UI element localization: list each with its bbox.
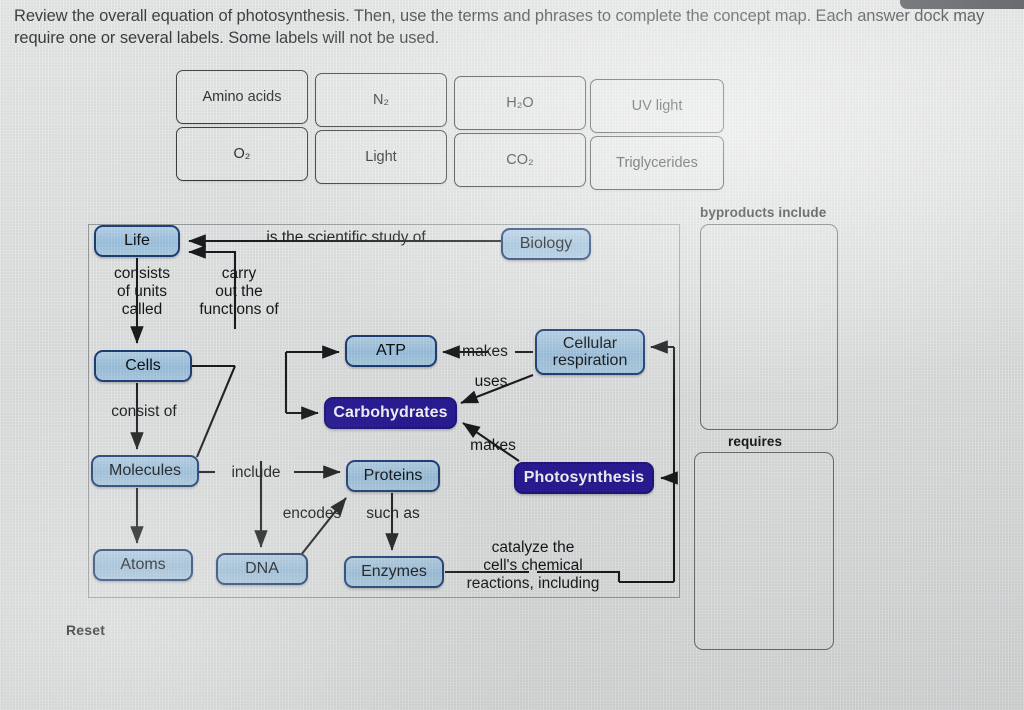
word-bank-tile[interactable]: N₂ (315, 73, 447, 127)
concept-node-biology: Biology (501, 228, 591, 260)
window-chrome-bar (900, 0, 1024, 9)
concept-node-atoms: Atoms (93, 549, 193, 581)
dock-label-byproducts: byproducts include (700, 205, 827, 220)
word-bank-tile[interactable]: O₂ (176, 127, 308, 181)
word-bank-tile[interactable]: UV light (590, 79, 724, 133)
connector-label-include: include (231, 464, 281, 481)
connector-label-consist_of: consist of (111, 403, 177, 420)
concept-node-atp: ATP (345, 335, 437, 367)
concept-node-cellular_resp: Cellular respiration (535, 329, 645, 375)
word-bank-tile[interactable]: H₂O (454, 76, 586, 130)
concept-node-molecules: Molecules (91, 455, 199, 487)
word-bank-tile[interactable]: CO₂ (454, 133, 586, 187)
connector-label-consists_of: consists of units called (114, 265, 170, 318)
concept-node-carbohydrates: Carbohydrates (324, 397, 457, 429)
answer-dock-byproducts[interactable] (700, 224, 838, 430)
connector-label-is_study_of: is the scientific study of (266, 229, 426, 246)
dock-label-requires: requires (728, 434, 783, 449)
concept-node-dna: DNA (216, 553, 308, 585)
answer-dock-requires[interactable] (694, 452, 834, 650)
reset-button[interactable]: Reset (66, 622, 106, 638)
connector-label-catalyze: catalyze the cell's chemical reactions, … (466, 539, 600, 592)
connector-label-encodes: encodes (282, 505, 342, 522)
word-bank-tile[interactable]: Light (315, 130, 447, 184)
concept-node-photosynthesis: Photosynthesis (514, 462, 654, 494)
word-bank-tile[interactable]: Amino acids (176, 70, 308, 124)
concept-node-enzymes: Enzymes (344, 556, 444, 588)
concept-node-life: Life (94, 225, 180, 257)
connector-label-such_as: such as (366, 505, 420, 522)
word-bank-tile[interactable]: Triglycerides (590, 136, 724, 190)
connector-label-makes_atp: makes (462, 343, 508, 360)
instructions-text: Review the overall equation of photosynt… (14, 7, 985, 47)
concept-node-proteins: Proteins (346, 460, 440, 492)
connector-label-carry_out: carry out the functions of (199, 265, 279, 318)
connector-label-uses: uses (474, 373, 508, 390)
connector-label-makes_carbs: makes (470, 437, 516, 454)
concept-node-cells: Cells (94, 350, 192, 382)
